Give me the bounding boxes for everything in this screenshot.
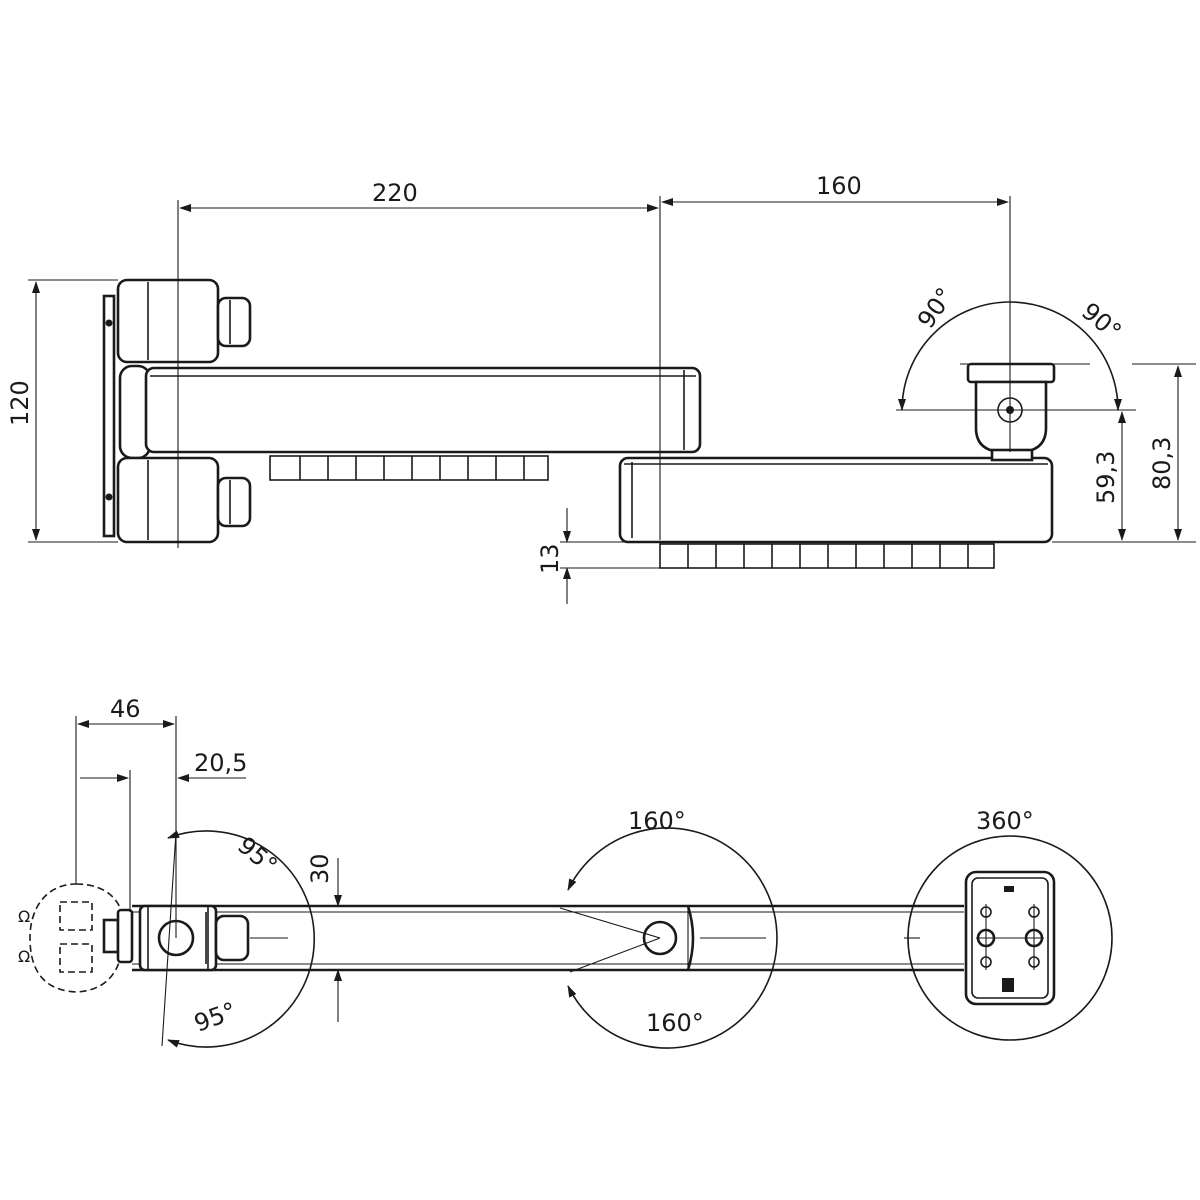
swivel-base-top-label: 95° [232, 831, 283, 880]
dimension-arm-1-length: 220 [179, 179, 659, 212]
lower-hinge-clamp [116, 456, 252, 544]
swivel-arc-base [161, 830, 315, 1048]
dimension-base-offset: 46 [75, 695, 177, 938]
vesa-head-plate [964, 870, 1056, 1006]
svg-text:20,5: 20,5 [194, 749, 247, 777]
tilt-angle-right-label: 90° [1076, 297, 1127, 346]
wall-profile-dashed: Ω Ω [18, 883, 125, 993]
dimension-cable-offset: 13 [536, 508, 660, 604]
svg-text:Ω: Ω [18, 907, 30, 926]
cable-channel-arm-2 [659, 543, 995, 569]
arm-1 [144, 366, 702, 454]
cable-channel-arm-1 [269, 455, 549, 481]
swivel-joint-bottom-label: 160° [646, 1009, 704, 1037]
dimension-head-height: 80,3 [1052, 363, 1196, 543]
tilt-head [966, 362, 1056, 462]
svg-text:59,3: 59,3 [1092, 451, 1120, 504]
wall-plate [102, 294, 116, 538]
wall-connector [102, 908, 134, 964]
arm-bar-top [132, 904, 964, 972]
upper-hinge-clamp [116, 278, 252, 364]
svg-text:46: 46 [110, 695, 141, 723]
dimension-arm-width: 30 [306, 853, 342, 1022]
dimension-arm-2-height: 59,3 [1040, 409, 1136, 541]
svg-text:13: 13 [536, 543, 564, 574]
swivel-joint-top-label: 160° [628, 807, 686, 835]
top-view: Ω Ω [18, 695, 1113, 1049]
svg-text:30: 30 [306, 853, 334, 884]
svg-text:160: 160 [816, 172, 862, 200]
arm-2 [618, 456, 1054, 544]
dimension-plate-offset: 20,5 [80, 749, 247, 912]
dimension-total-height: 120 [6, 279, 118, 543]
svg-text:80,3: 80,3 [1148, 437, 1176, 490]
swivel-arc-joint [559, 827, 778, 1049]
tilt-angle-left-label: 90° [912, 283, 959, 334]
side-view: 220 160 120 80,3 59,3 [6, 172, 1196, 604]
rotation-circle-head [904, 835, 1113, 1041]
svg-text:120: 120 [6, 380, 34, 426]
svg-text:220: 220 [372, 179, 418, 207]
svg-text:Ω: Ω [18, 947, 30, 966]
middle-joint-top [642, 905, 695, 971]
rotation-head-label: 360° [976, 807, 1034, 835]
base-clamp-top [138, 904, 250, 972]
dimension-arm-2-length: 160 [661, 172, 1009, 206]
swivel-base-bottom-label: 95° [190, 997, 240, 1038]
